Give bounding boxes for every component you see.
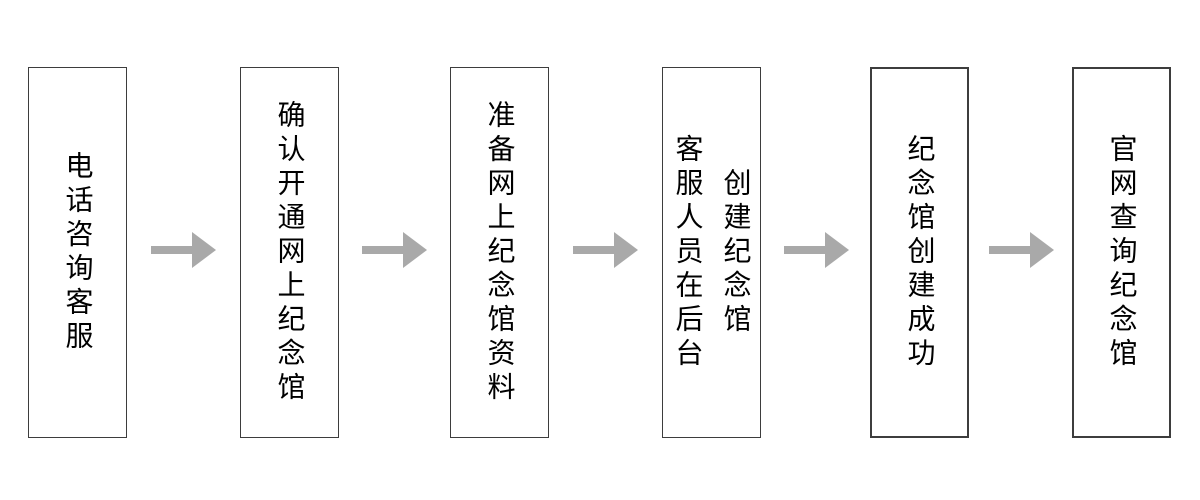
arrow-head: [192, 232, 216, 268]
arrow-head: [1030, 232, 1054, 268]
step-label: 确认开通网上纪念馆: [274, 99, 306, 406]
arrow-shaft: [573, 246, 614, 254]
arrow-shaft: [784, 246, 825, 254]
arrow-right-icon: [151, 232, 216, 268]
arrow-right-icon: [989, 232, 1054, 268]
arrow-shaft: [989, 246, 1030, 254]
arrow-shaft: [362, 246, 403, 254]
step-box-phone-consult: 电话咨询客服: [28, 67, 127, 438]
arrow-head: [403, 232, 427, 268]
step-box-query-site: 官网查询纪念馆: [1072, 67, 1171, 438]
step-box-staff-create: 客服人员在后台 创建纪念馆: [662, 67, 761, 438]
step-box-prepare-materials: 准备网上纪念馆资料: [450, 67, 549, 438]
arrow-right-icon: [362, 232, 427, 268]
step-box-create-success: 纪念馆创建成功: [870, 67, 969, 438]
arrow-head: [825, 232, 849, 268]
step-label: 官网查询纪念馆: [1106, 133, 1138, 372]
arrow-right-icon: [784, 232, 849, 268]
arrow-head: [614, 232, 638, 268]
arrow-right-icon: [573, 232, 638, 268]
step-label: 电话咨询客服: [62, 150, 94, 355]
step-label: 纪念馆创建成功: [904, 133, 936, 372]
step-label: 客服人员在后台 创建纪念馆: [672, 133, 752, 372]
step-box-confirm-open: 确认开通网上纪念馆: [240, 67, 339, 438]
arrow-shaft: [151, 246, 192, 254]
step-label: 准备网上纪念馆资料: [484, 99, 516, 406]
